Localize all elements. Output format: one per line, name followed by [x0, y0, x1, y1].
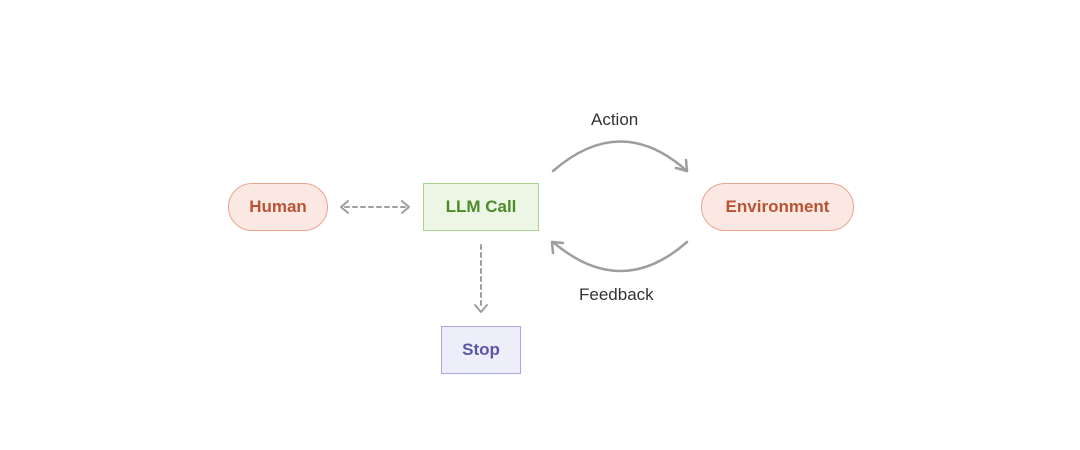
human-node: Human	[228, 183, 328, 231]
action-edge-label: Action	[591, 110, 639, 129]
action-arrow	[551, 140, 689, 173]
llm-call-node: LLM Call	[423, 183, 539, 231]
feedback-edge-label: Feedback	[579, 285, 654, 304]
stop-node-label: Stop	[462, 340, 500, 359]
llm-call-node-label: LLM Call	[445, 197, 517, 216]
llm-stop-arrow	[474, 244, 488, 313]
human-llm-arrow	[340, 200, 410, 214]
stop-node: Stop	[441, 326, 521, 374]
environment-node: Environment	[701, 183, 854, 231]
feedback-arrow	[550, 240, 689, 273]
human-node-label: Human	[249, 197, 307, 216]
environment-node-label: Environment	[725, 197, 830, 216]
